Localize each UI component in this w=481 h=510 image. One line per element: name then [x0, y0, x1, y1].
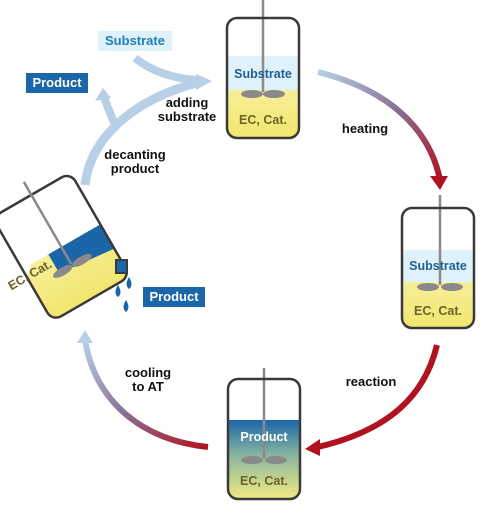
top-vessel-substrate-text: Substrate — [234, 67, 292, 81]
bottom-vessel-catalyst-text: EC, Cat. — [240, 474, 288, 488]
droplet-1 — [126, 277, 132, 289]
droplet-3 — [123, 300, 129, 312]
product-layer — [48, 224, 115, 274]
vessel-top — [225, 0, 301, 140]
cooling-arrow-head — [77, 330, 93, 343]
step-heating: heating — [341, 121, 389, 136]
reaction-arrow — [317, 344, 440, 450]
decanting-branch-head — [95, 88, 111, 101]
step-adding-substrate: adding substrate — [157, 95, 217, 124]
product-tag-top: Product — [26, 73, 88, 93]
step-reaction: reaction — [345, 374, 397, 389]
reaction-arrow-head — [305, 439, 320, 456]
step-decanting: decanting product — [104, 147, 166, 176]
heating-arrow-head — [430, 176, 448, 190]
top-vessel-catalyst-text: EC, Cat. — [239, 113, 287, 127]
right-vessel-substrate-text: Substrate — [409, 259, 467, 273]
heating-arrow — [317, 69, 443, 181]
vessel-tilted — [0, 174, 128, 319]
droplet-2 — [115, 285, 121, 297]
bottom-vessel-product-text: Product — [240, 430, 288, 444]
cooling-arrow — [82, 339, 209, 450]
substrate-feed-arrow — [132, 54, 197, 84]
decanting-branch-arrow — [100, 95, 119, 127]
step-cooling: cooling to AT — [124, 365, 172, 394]
substrate-tag: Substrate — [98, 31, 172, 51]
spout — [115, 259, 128, 274]
vessel-right — [400, 195, 476, 330]
vessel-bottom — [226, 368, 302, 501]
decanting-arrow-head — [196, 74, 212, 90]
product-tag-pour: Product — [143, 287, 205, 307]
right-vessel-catalyst-text: EC, Cat. — [414, 304, 462, 318]
